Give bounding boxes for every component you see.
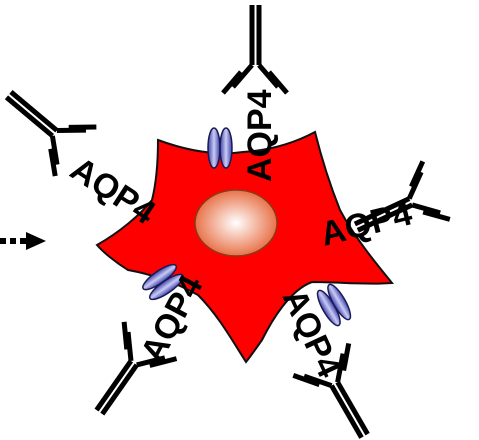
- antibody-lower-left-icon: [94, 321, 178, 416]
- label-aqp4-upper-left: AQP4: [64, 150, 162, 232]
- nucleus: [194, 189, 278, 257]
- aqp4-channel-lower-right: [316, 283, 352, 327]
- aqp4-channel-lower-left: [142, 263, 184, 301]
- label-aqp4-top: AQP4: [241, 89, 279, 182]
- aqp4-channel-top: [207, 127, 233, 169]
- antibody-upper-left-icon: [4, 90, 97, 177]
- antibody-right-icon: [353, 160, 451, 233]
- antibody-top-icon: [221, 5, 289, 95]
- antibody-lower-right-icon: [292, 342, 370, 439]
- dashed-arrow-icon: [0, 232, 46, 250]
